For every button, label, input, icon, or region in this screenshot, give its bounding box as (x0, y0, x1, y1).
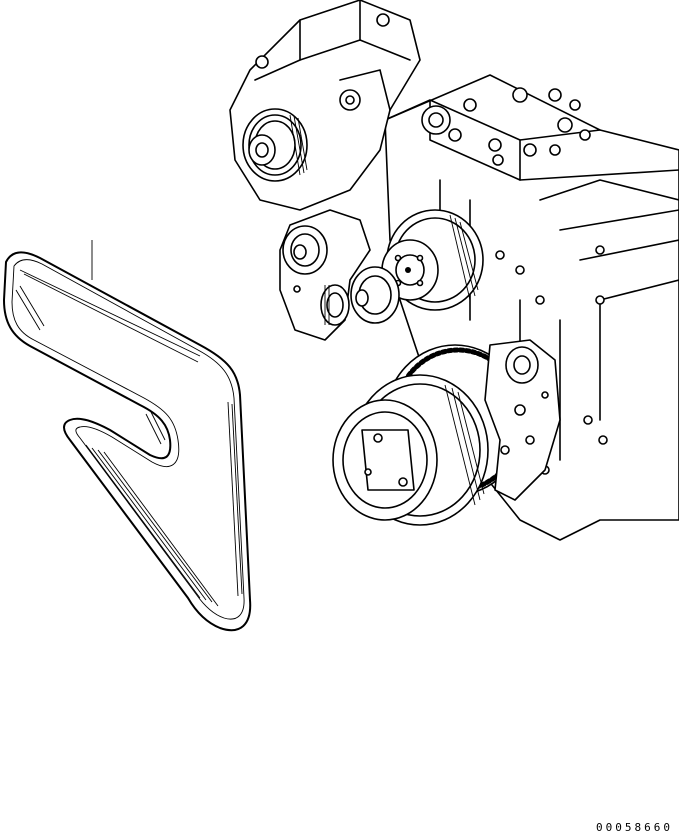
alternator (229, 0, 421, 211)
document-number: 00058660 (596, 821, 673, 834)
idler-pulley (350, 266, 400, 324)
drive-belt (3, 251, 252, 632)
water-pump-pulley (381, 209, 484, 311)
front-cover (484, 339, 561, 501)
belt-tensioner (279, 209, 371, 341)
